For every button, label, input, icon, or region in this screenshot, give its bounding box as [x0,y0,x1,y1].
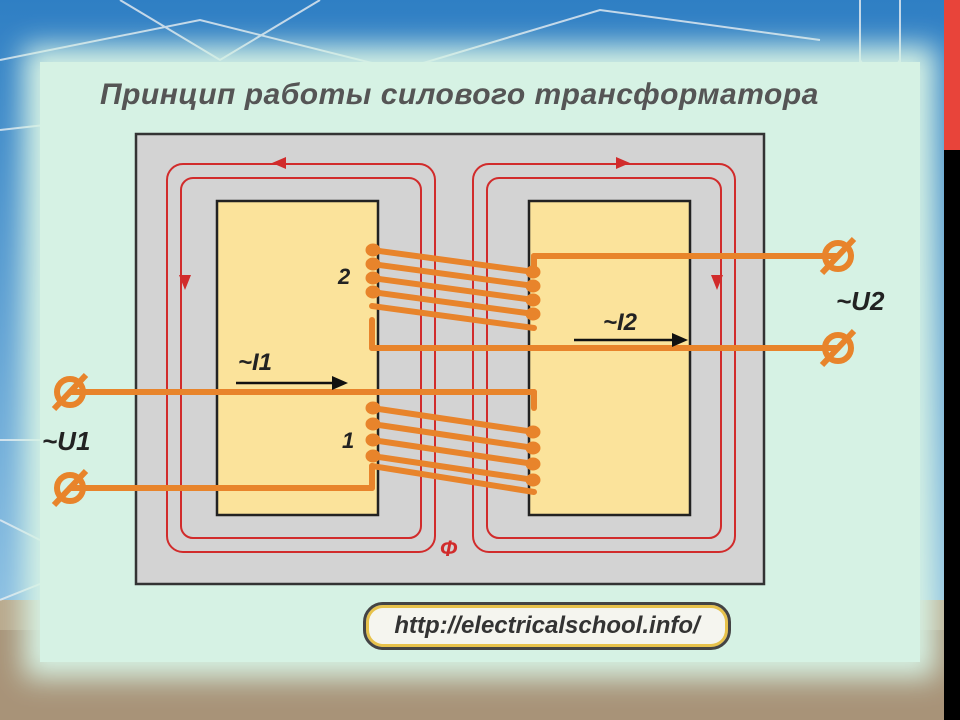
voltage-2-label: ~U2 [836,286,885,316]
source-url-box: http://electricalschool.info/ [363,602,731,650]
circuit-wires [67,253,841,491]
arrow-icon [236,333,688,390]
side-bar [944,0,960,720]
magnetic-flux-lines [166,163,736,553]
current-2-label: ~I2 [603,309,638,336]
flux-arrow-icon [179,157,723,290]
flux-label: Ф [440,536,458,561]
current-1-label: ~I1 [238,349,272,376]
core-window-left [215,199,380,517]
source-url: http://electricalschool.info/ [394,612,700,639]
winding-2-label: 2 [337,264,351,289]
voltage-1-label: ~U1 [42,426,90,456]
page-title: Принцип работы силового трансформатора [100,78,819,111]
secondary-winding [369,247,537,331]
core-window-right [527,199,692,517]
winding-1-label: 1 [342,428,354,453]
terminal-icon [51,236,857,508]
primary-winding [369,405,537,495]
